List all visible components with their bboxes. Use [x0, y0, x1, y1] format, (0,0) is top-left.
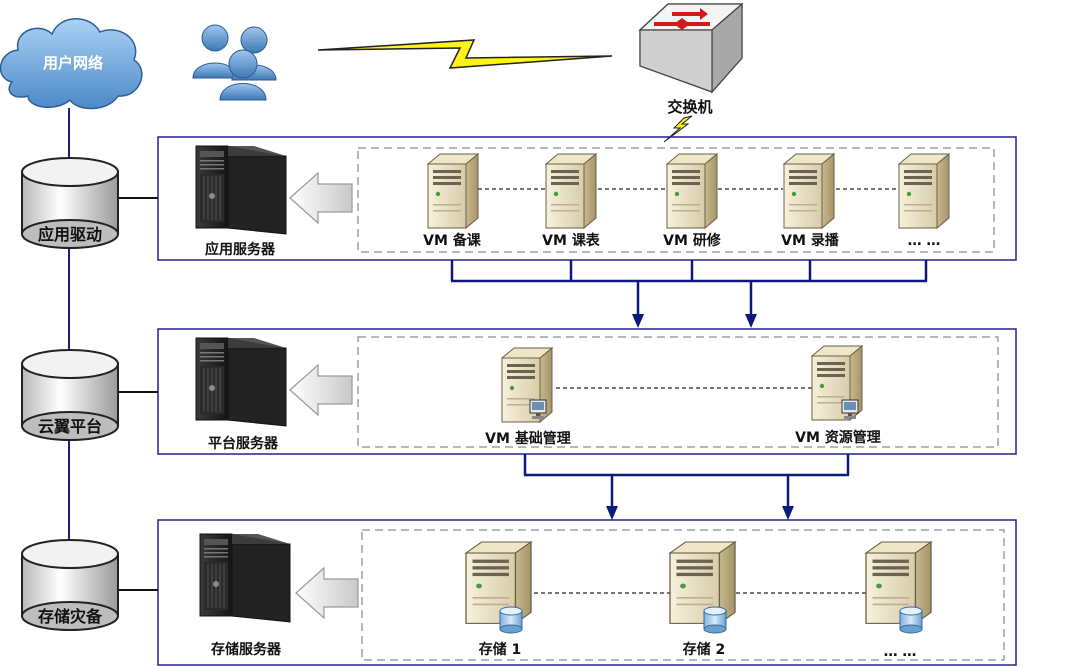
- switch-label: 交换机: [667, 98, 712, 116]
- server-label: 存储服务器: [211, 641, 282, 658]
- cylinder-platform: 云翼平台: [21, 349, 119, 441]
- node-label: VM 录播: [781, 232, 840, 249]
- disk-icon: [499, 606, 523, 634]
- storage-server-icon: [199, 533, 291, 623]
- down-arrow-icon: [606, 506, 618, 520]
- node-label: 存储 2: [683, 641, 726, 658]
- vm-group-platform: [357, 336, 999, 448]
- disk-icon: [899, 606, 923, 634]
- down-arrow-icon: [632, 314, 644, 328]
- node-label: VM 基础管理: [485, 430, 571, 447]
- switch-icon: [638, 2, 744, 94]
- cylinder-label: 云翼平台: [38, 417, 102, 436]
- node-label: … …: [884, 644, 917, 660]
- vm-schedule-node: [545, 153, 597, 229]
- server-label: 平台服务器: [208, 435, 279, 452]
- node-label: VM 备课: [423, 232, 482, 249]
- vm-research-node: [666, 153, 718, 229]
- users-icon: [192, 24, 277, 101]
- cloud-label: 用户网络: [43, 54, 103, 72]
- node-label: 存储 1: [479, 641, 522, 658]
- left-arrow-icon: [289, 172, 353, 224]
- user-network-cloud: 用户网络: [0, 18, 143, 110]
- server-label: 应用服务器: [205, 241, 276, 258]
- tier-frame-storage: [157, 519, 1017, 666]
- cylinder-app-driver: 应用驱动: [21, 157, 119, 249]
- vm-more-node: [898, 153, 950, 229]
- disk-icon: [703, 606, 727, 634]
- wireless-link-icon: [317, 39, 613, 69]
- left-arrow-icon: [295, 567, 359, 619]
- node-label: VM 研修: [663, 232, 722, 249]
- down-arrow-icon: [745, 314, 757, 328]
- cylinder-label: 存储灾备: [38, 607, 103, 626]
- switch-link-icon: [663, 115, 693, 143]
- app-server-icon: [195, 145, 287, 235]
- vm-group-storage: [361, 529, 1005, 661]
- monitor-icon: [841, 399, 859, 420]
- tier2-bus: [523, 454, 850, 508]
- tier-frame-platform: [157, 328, 1017, 455]
- tier1-bus: [450, 260, 928, 316]
- platform-server-icon: [195, 337, 287, 427]
- cylinder-storage-dr: 存储灾备: [21, 539, 119, 631]
- node-label: VM 资源管理: [795, 429, 881, 446]
- left-arrow-icon: [289, 364, 353, 416]
- down-arrow-icon: [782, 506, 794, 520]
- monitor-icon: [529, 399, 547, 420]
- node-label: VM 课表: [542, 232, 601, 249]
- vm-group-app: [357, 147, 995, 253]
- cylinder-label: 应用驱动: [38, 225, 102, 244]
- vm-recording-node: [783, 153, 835, 229]
- node-label: … …: [908, 233, 941, 249]
- vm-prep-node: [427, 153, 479, 229]
